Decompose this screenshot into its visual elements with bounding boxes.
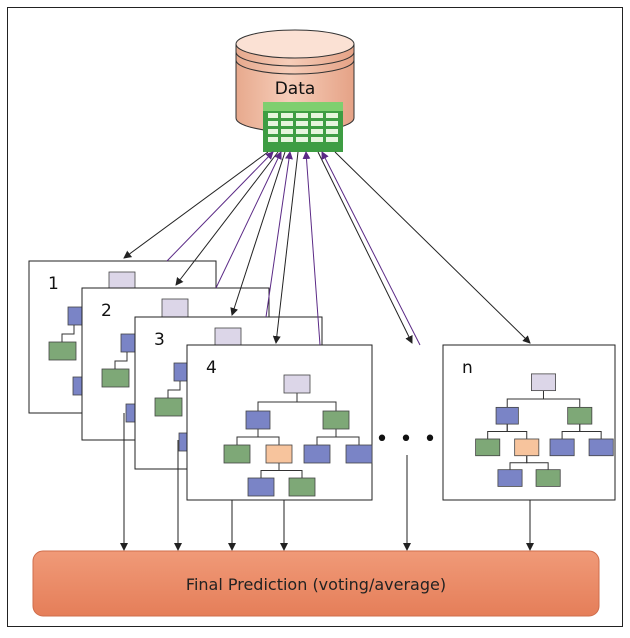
tree-node [495, 406, 519, 425]
tree-leaf-node [48, 341, 77, 361]
out-of-bag-arrow [215, 151, 282, 289]
tree-leaf-node [101, 368, 130, 388]
tree-node [67, 306, 83, 326]
tree-root-node [161, 298, 189, 318]
out-of-bag-arrow [166, 151, 274, 262]
tree-edge [296, 393, 337, 411]
tree-leaf-node [288, 477, 316, 497]
tree-leaf-node [588, 438, 614, 457]
tree-number-label: 3 [154, 330, 165, 350]
ellipsis-label: • • • [376, 427, 439, 452]
sample-arrow [317, 151, 413, 344]
tree-root-node [531, 373, 556, 392]
tree-leaf-node [475, 438, 501, 457]
tree-leaf-node [303, 444, 331, 464]
tree-edge [61, 325, 75, 342]
sample-arrow [334, 151, 531, 344]
tree-edge [114, 352, 128, 369]
tree-number-label: 1 [48, 274, 59, 294]
out-of-bag-arrow [302, 151, 321, 346]
tree-node [173, 362, 189, 382]
tree-node [322, 410, 350, 430]
sample-arrow [175, 151, 279, 286]
out-of-bag-arrow [265, 151, 293, 318]
tree-leaf-node [154, 397, 183, 417]
sample-arrow [230, 151, 286, 316]
outer-frame [7, 7, 623, 627]
tree-leaf-node [125, 403, 136, 423]
tree-number-label: 4 [206, 358, 217, 378]
tree-leaf-node [247, 477, 275, 497]
tree-number-label: n [462, 358, 473, 378]
tree-node [514, 438, 540, 457]
tree-number-label: 2 [101, 301, 112, 321]
database-label: Data [275, 79, 316, 99]
tree-card-4: 4 [186, 344, 373, 501]
tree-node [245, 410, 271, 430]
final-prediction-box: Final Prediction (voting/average) [32, 550, 600, 617]
tree-leaf-node [497, 469, 523, 487]
tree-root-node [214, 327, 242, 347]
tree-edge [335, 429, 360, 445]
tree-node [120, 333, 136, 353]
sample-arrow [123, 151, 269, 259]
final-prediction-label: Final Prediction (voting/average) [186, 575, 446, 594]
tree-leaf-node [535, 469, 561, 487]
tree-edge [579, 424, 602, 439]
tree-leaf-node [72, 376, 83, 396]
tree-root-node [108, 271, 136, 291]
tree-edge [542, 390, 581, 408]
tree-edge [257, 429, 280, 445]
sample-arrow [272, 151, 299, 344]
tree-node [265, 444, 293, 464]
connector-arrows [120, 151, 534, 551]
tree-edge [167, 381, 181, 398]
tree-node [567, 406, 593, 425]
tree-root-node [283, 374, 311, 394]
tree-cards: 1 2 3 4 n [28, 260, 616, 501]
tree-edge [278, 463, 303, 478]
tree-edge [506, 424, 528, 439]
tree-leaf-node [345, 444, 373, 464]
tree-card-5: n [442, 344, 616, 501]
tree-edge [526, 455, 549, 470]
tree-leaf-node [223, 444, 251, 464]
out-of-bag-arrow [321, 151, 421, 346]
data-table-icon [263, 102, 343, 152]
tree-leaf-node [549, 438, 575, 457]
